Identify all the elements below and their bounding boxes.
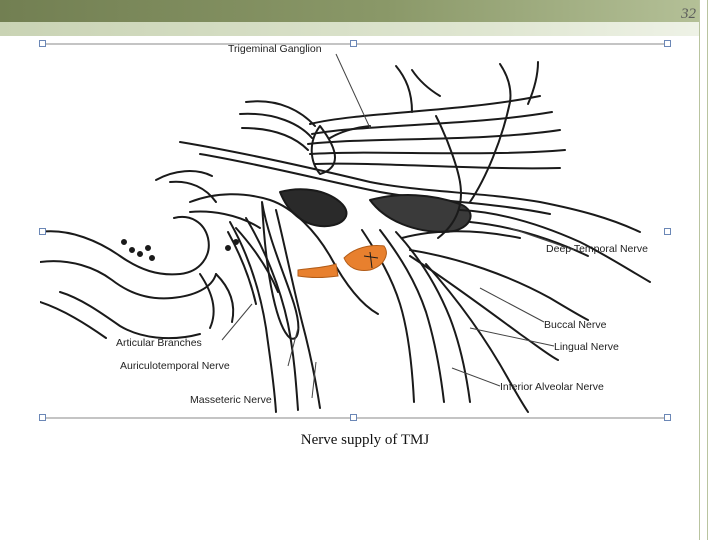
label-masseteric-nerve: Masseteric Nerve	[190, 394, 272, 406]
resize-handle-bottom-left[interactable]	[39, 414, 46, 421]
label-deep-temporal-nerve: Deep Temporal Nerve	[546, 243, 648, 255]
resize-handle-bottom-right[interactable]	[664, 414, 671, 421]
resize-handle-top-right[interactable]	[664, 40, 671, 47]
label-buccal-nerve: Buccal Nerve	[544, 319, 607, 331]
label-trigeminal-ganglion: Trigeminal Ganglion	[228, 43, 322, 55]
inferior-alveolar-nerve	[425, 263, 529, 413]
slide-header-band	[0, 0, 700, 22]
deep-temporal-nerve	[401, 230, 521, 239]
slide-edge-line-2	[707, 0, 708, 540]
page-number: 32	[681, 6, 696, 22]
nerve-illustration	[40, 43, 668, 419]
temporal-contour	[179, 141, 641, 233]
tmj-nerve-figure[interactable]: Trigeminal Ganglion Deep Temporal Nerve …	[39, 40, 671, 421]
trigeminal-ganglion-bundle	[239, 61, 566, 175]
highlighted-nerve-branch	[297, 245, 387, 278]
resize-handle-middle-left[interactable]	[39, 228, 46, 235]
resize-handle-bottom-center[interactable]	[350, 414, 357, 421]
lingual-nerve	[409, 255, 559, 361]
label-auriculotemporal-nerve: Auriculotemporal Nerve	[120, 360, 230, 372]
label-inferior-alveolar-nerve: Inferior Alveolar Nerve	[500, 381, 604, 393]
mandible-ramus	[229, 221, 277, 413]
articular-fossa	[279, 188, 348, 228]
auriculotemporal-nerve	[189, 193, 379, 315]
label-lingual-nerve: Lingual Nerve	[554, 341, 619, 353]
resize-handle-top-center[interactable]	[350, 40, 357, 47]
slide-header-band-light	[0, 22, 700, 36]
masseteric-nerve	[275, 209, 321, 409]
resize-handle-middle-right[interactable]	[664, 228, 671, 235]
resize-handle-top-left[interactable]	[39, 40, 46, 47]
figure-caption: Nerve supply of TMJ	[300, 432, 430, 448]
articular-branches	[227, 231, 257, 305]
condyle-region	[40, 216, 210, 276]
buccal-nerve	[409, 249, 589, 321]
slide-edge-line	[699, 0, 700, 540]
label-articular-branches: Articular Branches	[116, 337, 202, 349]
